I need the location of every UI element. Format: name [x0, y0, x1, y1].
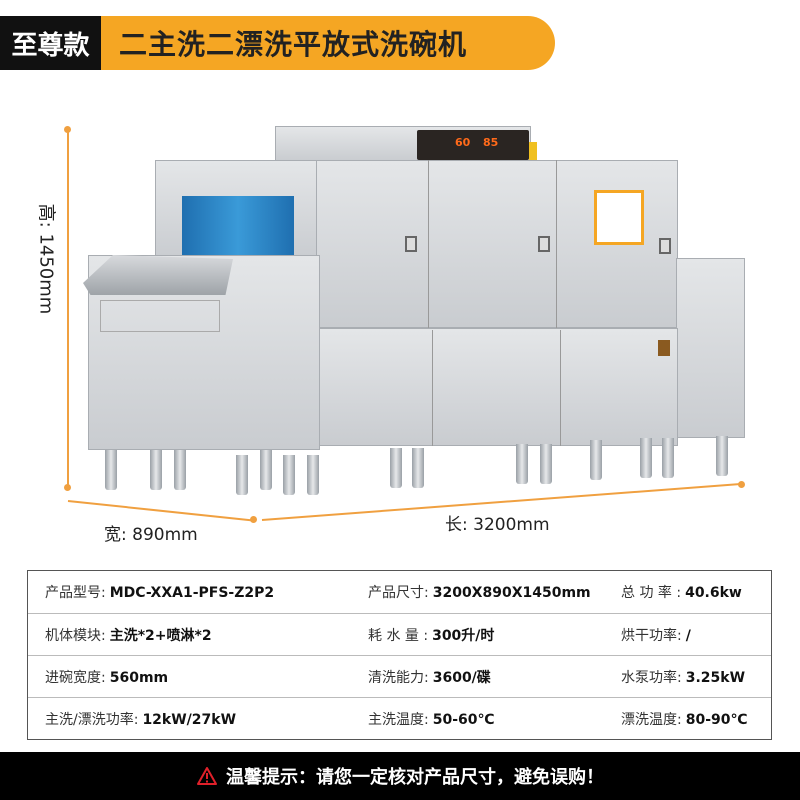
spec-total-power: 总 功 率 :40.6kw: [621, 585, 742, 601]
height-dimension-line: [67, 130, 69, 488]
width-dimension-line: [67, 500, 253, 522]
control-panel: 60 85: [417, 130, 529, 160]
spec-size: 产品尺寸:3200X890X1450mm: [368, 585, 591, 601]
spec-wash-power: 主洗/漂洗功率:12kW/27kW: [45, 711, 237, 728]
spec-modules: 机体模块:主洗*2+喷淋*2: [45, 627, 212, 644]
dimension-dot: [250, 516, 257, 523]
table-row: 进碗宽度:560mm 清洗能力:3600/碟 水泵功率:3.25kW: [28, 655, 771, 697]
spec-water: 耗 水 量 :300升/时: [368, 627, 495, 644]
display-left: 60: [455, 136, 471, 149]
badge: 至尊款: [0, 16, 101, 70]
spec-model: 产品型号:MDC-XXA1-PFS-Z2P2: [45, 585, 275, 601]
warning-icon: [197, 767, 217, 785]
footer-text: 温馨提示：请您一定核对产品尺寸，避免误购！: [226, 767, 604, 788]
instruction-sticker: [594, 190, 644, 245]
width-label: 宽: 890mm: [104, 525, 198, 545]
spec-dry-power: 烘干功率:/: [621, 627, 691, 644]
dimension-dot: [738, 481, 745, 488]
table-row: 主洗/漂洗功率:12kW/27kW 主洗温度:50-60℃ 漂洗温度:80-90…: [28, 697, 771, 739]
spec-pump-power: 水泵功率:3.25kW: [621, 669, 746, 686]
spec-inlet-width: 进碗宽度:560mm: [45, 669, 169, 686]
dimension-dot: [64, 484, 71, 491]
dimension-dot: [64, 126, 71, 133]
table-row: 机体模块:主洗*2+喷淋*2 耗 水 量 :300升/时 烘干功率:/: [28, 613, 771, 655]
spec-rinse-temp: 漂洗温度:80-90℃: [621, 711, 748, 728]
length-label: 长: 3200mm: [445, 515, 550, 535]
page-title: 二主洗二漂洗平放式洗碗机: [101, 16, 555, 70]
spec-table: 产品型号:MDC-XXA1-PFS-Z2P2 产品尺寸:3200X890X145…: [27, 570, 772, 740]
height-label: 高: 1450mm: [35, 203, 57, 315]
spec-capacity: 清洗能力:3600/碟: [368, 669, 491, 686]
footer-warning: 温馨提示：请您一定核对产品尺寸，避免误购！: [0, 752, 800, 800]
table-row: 产品型号:MDC-XXA1-PFS-Z2P2 产品尺寸:3200X890X145…: [28, 571, 771, 613]
spec-wash-temp: 主洗温度:50-60℃: [368, 711, 495, 728]
display-right: 85: [483, 136, 499, 149]
